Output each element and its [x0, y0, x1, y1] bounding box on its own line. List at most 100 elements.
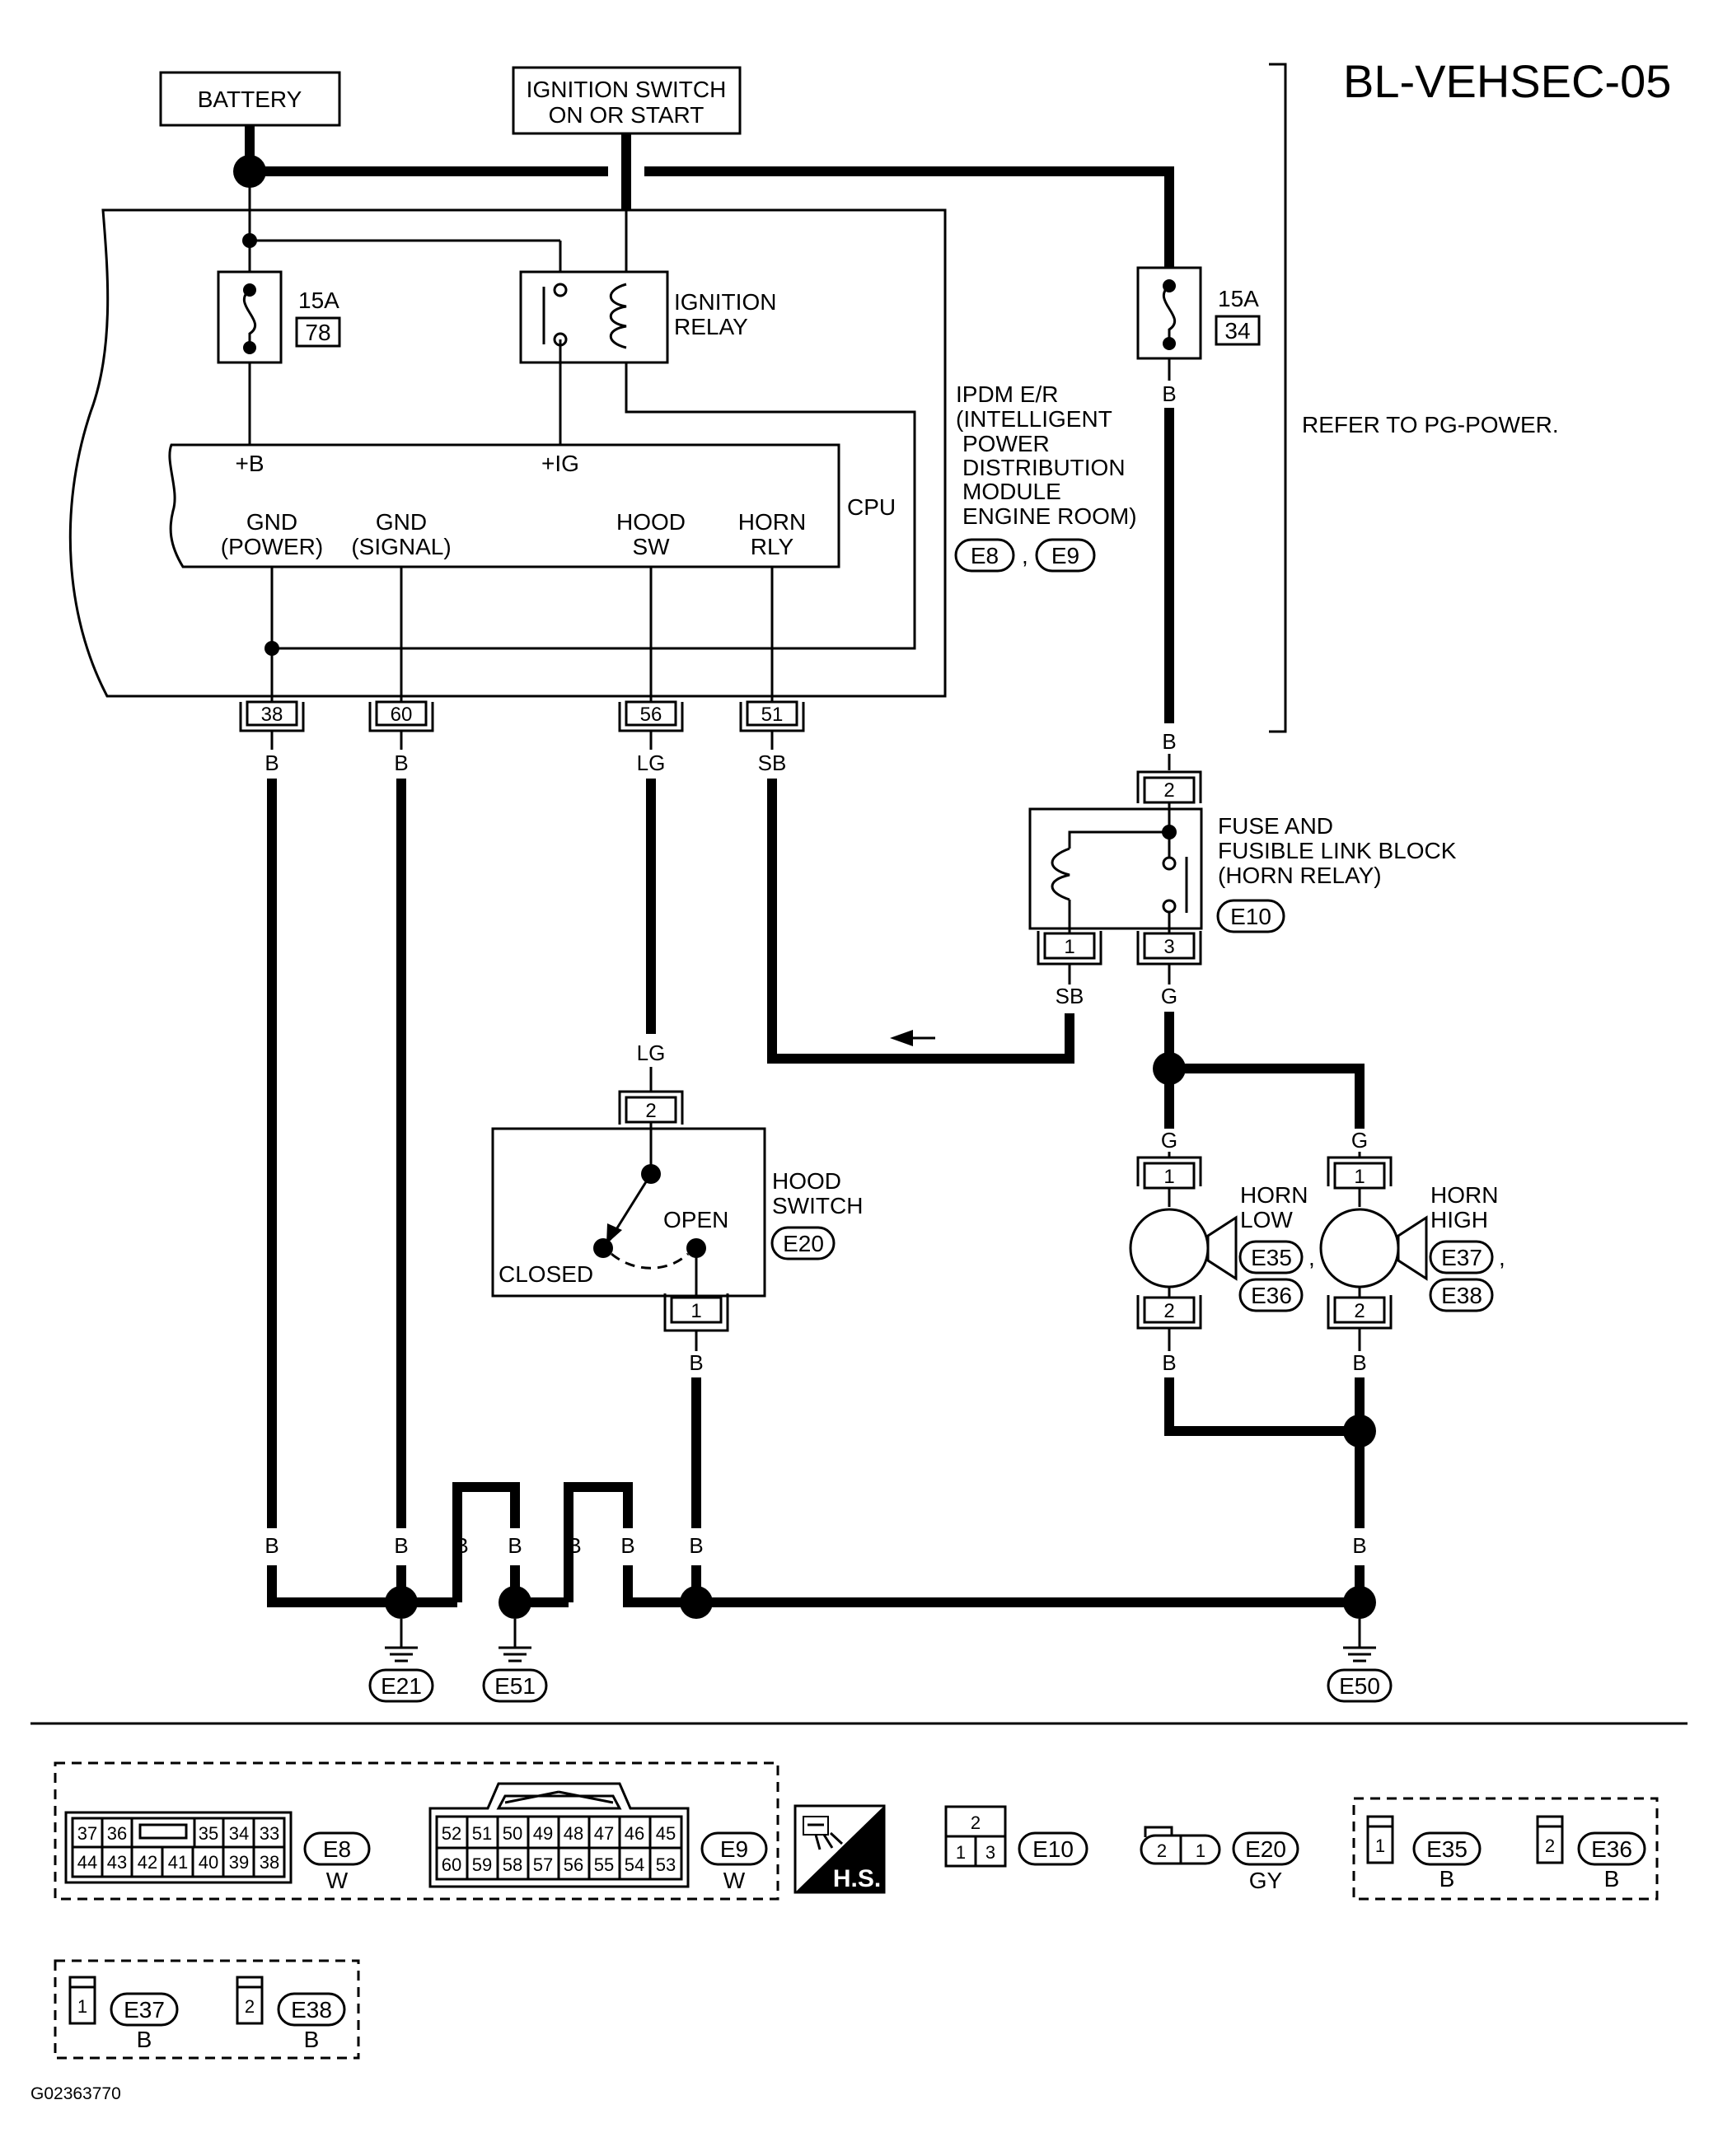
connector-e37: 1 E37 B — [68, 1976, 179, 2052]
e8-pin-41: 41 — [168, 1852, 188, 1873]
ground-e50: E50 — [1327, 1619, 1393, 1703]
wire-color-label: B — [1162, 1350, 1176, 1375]
refer-text: REFER TO PG-POWER. — [1302, 412, 1559, 437]
e9-pin-50: 50 — [503, 1823, 522, 1844]
ipdm-conn-sep: , — [1022, 543, 1028, 568]
hood-switch-open: OPEN — [663, 1207, 728, 1232]
hood-switch-conn: E20 — [783, 1231, 824, 1256]
e38-conn-label: E38 — [291, 1997, 332, 2023]
horn-relay-line-2: FUSIBLE LINK BLOCK — [1218, 838, 1457, 863]
ipdm-line-6: ENGINE ROOM) — [962, 503, 1137, 529]
wire-color-label: B — [454, 1533, 468, 1558]
battery-label: BATTERY — [198, 87, 302, 112]
ground-e21: E21 — [368, 1619, 434, 1703]
wire-color-label: B — [394, 1533, 408, 1558]
wire-color-label: B — [1352, 1350, 1366, 1375]
arrow-icon — [890, 1030, 913, 1046]
wire-color-label: SB — [758, 751, 787, 775]
cpu-block: +B +IG CPU GND (POWER) GND (SIGNAL) HOOD… — [168, 443, 896, 707]
e8-pin-42: 42 — [138, 1852, 157, 1873]
e8-pin-34: 34 — [229, 1823, 249, 1844]
terminal-60: 60 — [368, 700, 434, 732]
horn-low-pin-1: 1 — [1163, 1166, 1174, 1188]
figure-id: G02363770 — [30, 2084, 121, 2103]
terminal-51-label: 51 — [761, 704, 784, 726]
e10-pin-1: 1 — [956, 1842, 966, 1863]
wire-color-label: B — [508, 1533, 522, 1558]
e9-pin-56: 56 — [564, 1854, 583, 1875]
ground-e51: E51 — [482, 1619, 548, 1703]
ipdm-label: IPDM E/R (INTELLIGENT POWER DISTRIBUTION… — [954, 381, 1137, 573]
ground-e21-label: E21 — [381, 1673, 422, 1699]
e9-pin-52: 52 — [442, 1823, 461, 1844]
e8-pin-33: 33 — [260, 1823, 279, 1844]
horn-high-comma: , — [1499, 1245, 1505, 1270]
hood-sw-label-1: HOOD — [616, 509, 686, 535]
e9-pin-59: 59 — [472, 1854, 492, 1875]
e35-conn-label: E35 — [1426, 1836, 1468, 1862]
horn-low-comma: , — [1308, 1245, 1315, 1270]
horn-relay-pin-2: 2 — [1163, 779, 1174, 802]
e9-pin-58: 58 — [503, 1854, 522, 1875]
horn-low-conn-a: E35 — [1251, 1245, 1292, 1270]
ground-e51-label: E51 — [494, 1673, 536, 1699]
horn-low-label-1: HORN — [1240, 1182, 1308, 1208]
connector-e20: 2 1 E20 GY — [1140, 1826, 1299, 1893]
e9-pin-55: 55 — [594, 1854, 614, 1875]
e8-pin-44: 44 — [77, 1852, 97, 1873]
ground-bus: B B B B — [385, 1482, 1376, 1619]
hood-switch-closed: CLOSED — [499, 1261, 593, 1287]
hood-switch-label-2: SWITCH — [772, 1193, 863, 1218]
horn-high-conn-b: E38 — [1441, 1283, 1482, 1308]
e35-pin: 1 — [1375, 1836, 1385, 1856]
fuse-34-amp: 15A — [1218, 286, 1259, 311]
hood-sw-label-2: SW — [632, 534, 670, 559]
gnd-signal-label-2: (SIGNAL) — [351, 534, 451, 559]
horn-rly-label-1: HORN — [738, 509, 806, 535]
wire-hood-switch-gnd: B B — [689, 1331, 704, 1602]
wire-color-label: SB — [1056, 984, 1084, 1008]
legend-group-e8-e9 — [54, 1761, 779, 1901]
e36-conn-label: E36 — [1591, 1836, 1632, 1862]
e8-pin-35: 35 — [199, 1823, 218, 1844]
terminal-51: 51 — [739, 700, 805, 732]
horn-low-label-2: LOW — [1240, 1207, 1293, 1232]
wire-color-label: G — [1161, 984, 1177, 1008]
ignition-switch-box: IGNITION SWITCH ON OR START — [512, 66, 742, 135]
ignition-relay-label-2: RELAY — [674, 314, 748, 339]
ipdm-outline — [68, 208, 947, 698]
ipdm-terminals: 38 60 56 51 — [239, 700, 805, 732]
wire-color-label: B — [1162, 729, 1176, 754]
e38-pin: 2 — [245, 1996, 255, 2017]
e8-pin-37: 37 — [77, 1823, 97, 1844]
ignition-relay-label-1: IGNITION — [674, 289, 776, 315]
horn-relay-pin-1: 1 — [1064, 936, 1074, 958]
ignition-relay: IGNITION RELAY — [519, 270, 776, 445]
diagram-id: BL-VEHSEC-05 — [1343, 55, 1671, 107]
connector-e8: 37 36 35 34 33 44 43 42 41 40 39 38 E8 W — [64, 1811, 371, 1893]
e37-pin: 1 — [77, 1996, 87, 2017]
ipdm-line-5: MODULE — [962, 479, 1061, 504]
e10-pin-2: 2 — [971, 1812, 981, 1833]
wire-color-label: G — [1351, 1128, 1368, 1153]
hood-switch-pin-2: 2 — [645, 1100, 656, 1122]
wire-color-label: B — [689, 1533, 703, 1558]
wire-color-label: LG — [637, 1041, 666, 1065]
e9-pin-46: 46 — [625, 1823, 644, 1844]
e20-pin-1: 1 — [1196, 1840, 1205, 1861]
power-bus — [233, 125, 1174, 268]
e8-color-label: W — [326, 1868, 349, 1893]
fuse-34: 15A 34 — [1136, 266, 1261, 360]
ipdm-line-4: DISTRIBUTION — [962, 455, 1126, 480]
e9-pin-47: 47 — [594, 1823, 614, 1844]
wire-color-label: B — [264, 751, 279, 775]
horn-high-conn-a: E37 — [1441, 1245, 1482, 1270]
e9-pin-53: 53 — [656, 1854, 676, 1875]
ipdm-line-3: POWER — [962, 431, 1050, 456]
e9-pin-60: 60 — [442, 1854, 461, 1875]
legend-group-e37-e38 — [54, 1959, 360, 2060]
ipdm-conn-e9: E9 — [1051, 543, 1079, 568]
e20-color-label: GY — [1249, 1868, 1283, 1893]
wire-color-label: B — [264, 1533, 279, 1558]
gnd-power-label-2: (POWER) — [221, 534, 323, 559]
